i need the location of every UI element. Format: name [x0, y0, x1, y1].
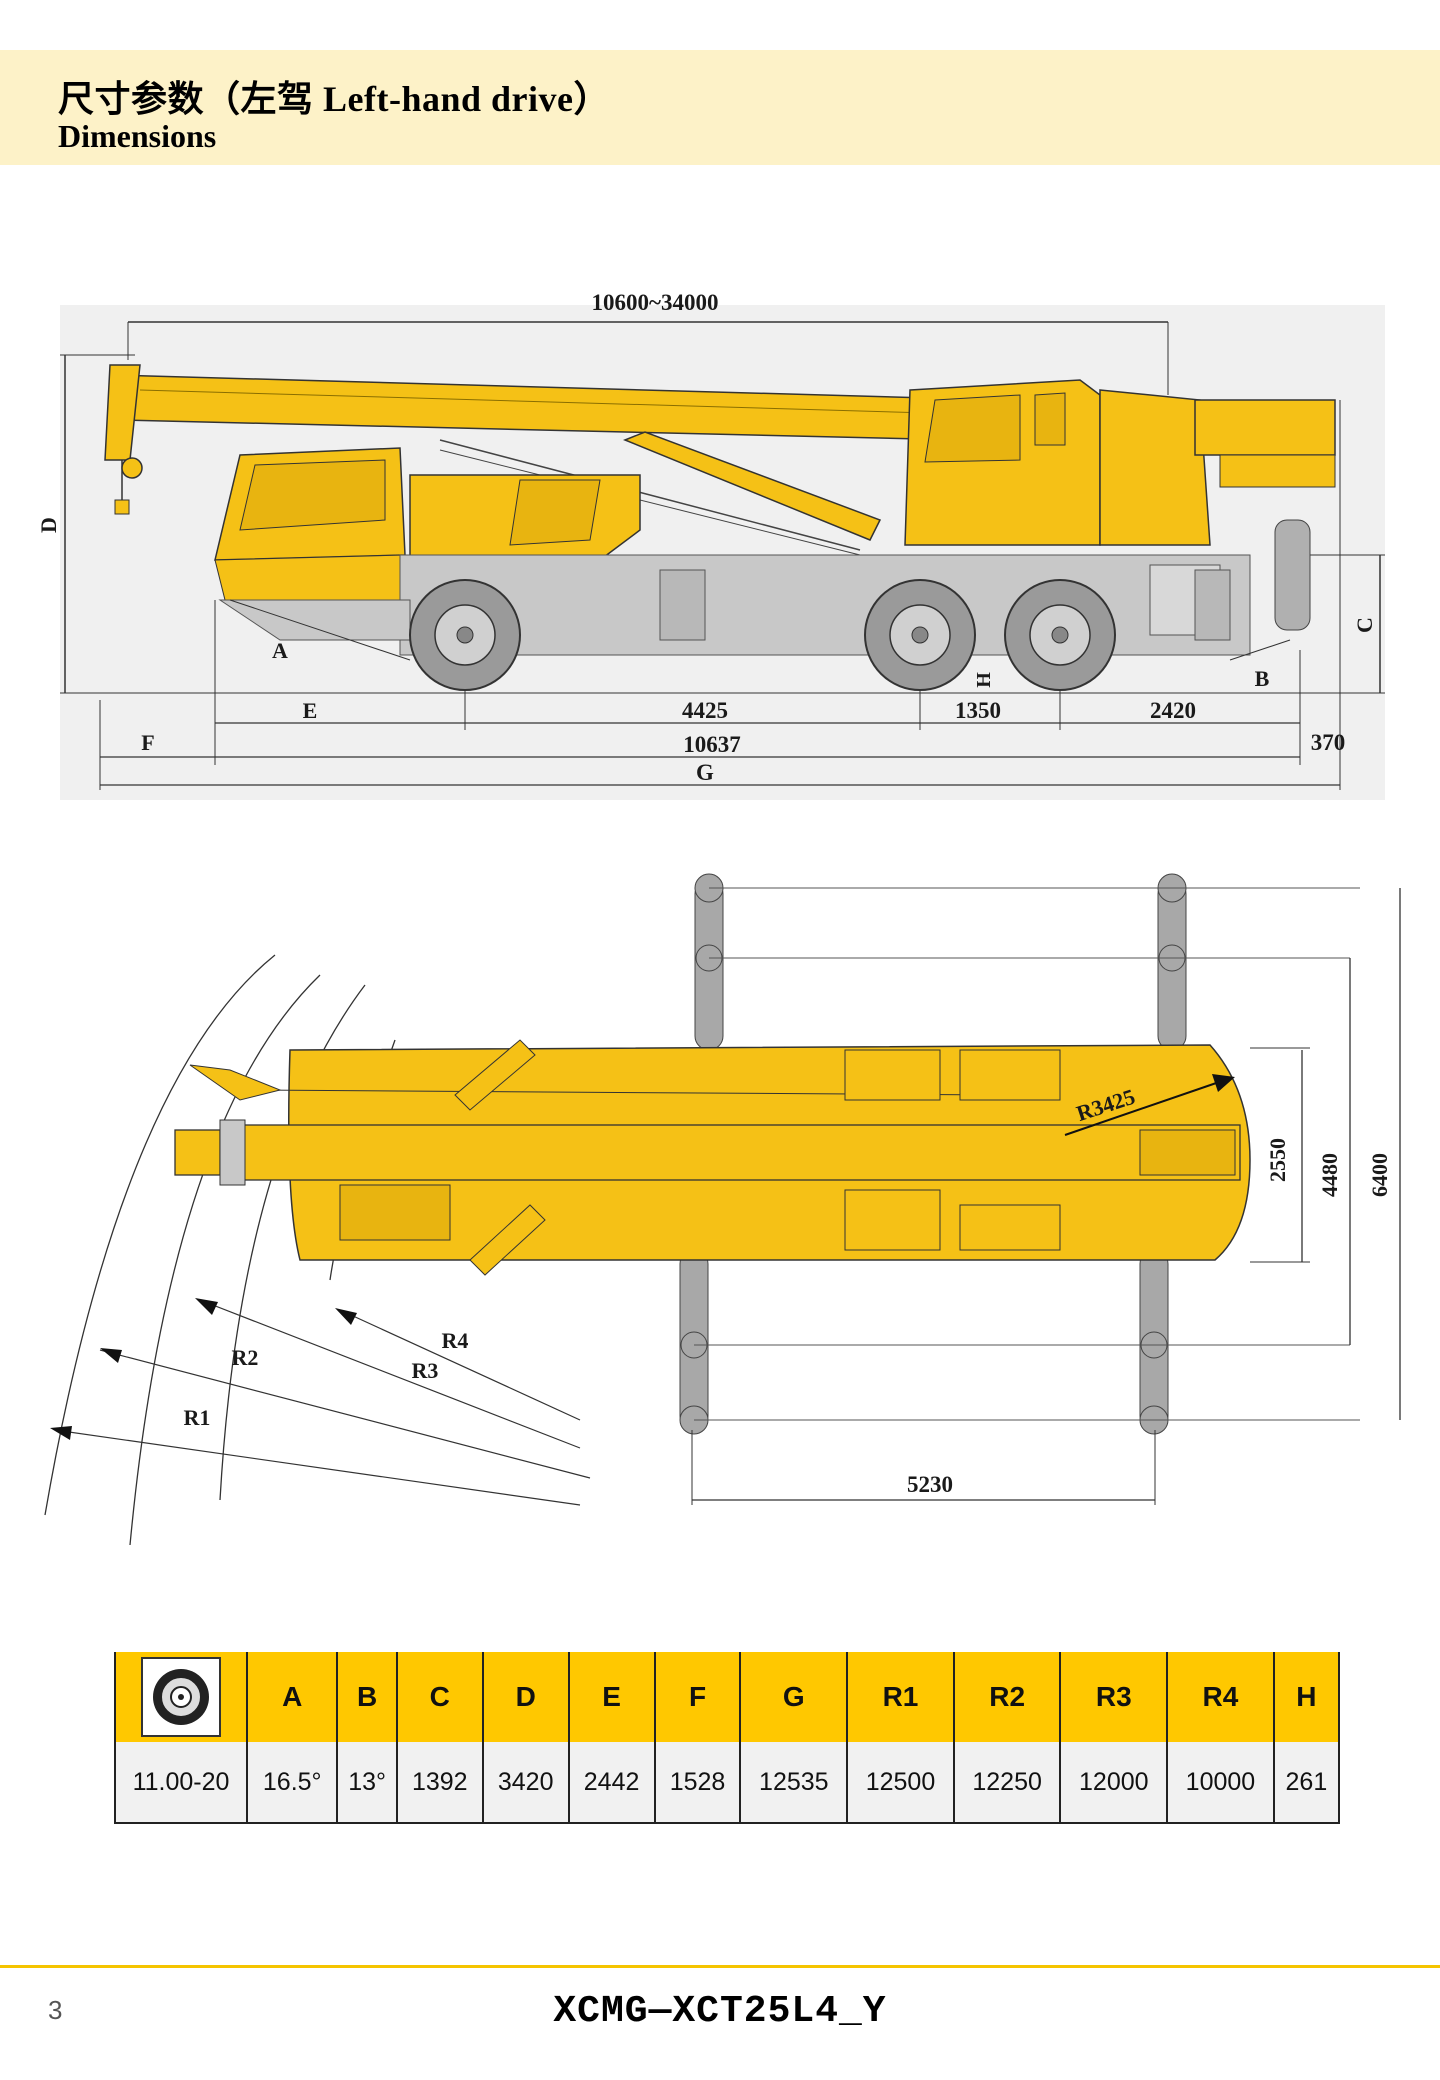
rear-wheel-1 [864, 579, 976, 691]
label-R3: R3 [412, 1358, 439, 1383]
dim-10637: 10637 [683, 732, 741, 757]
spare-tire [1274, 519, 1311, 631]
hook-block [114, 499, 130, 515]
value-E: 2442 [567, 1742, 655, 1824]
value-F: 1528 [653, 1742, 741, 1824]
outrigger-span-label: 5230 [907, 1472, 953, 1497]
label-G: G [696, 760, 714, 785]
label-C: C [1352, 617, 1377, 633]
header-D: D [481, 1652, 569, 1742]
counterweight [1194, 399, 1336, 456]
title-chinese: 尺寸参数（左驾 Left-hand drive） [58, 79, 611, 119]
label-R1: R1 [184, 1405, 211, 1430]
label-H: H [973, 672, 995, 688]
luffing-cylinder [622, 431, 882, 541]
table-header-row: A B C D E F G R1 R2 R3 R4 H [114, 1652, 1341, 1742]
front-wheel [409, 579, 521, 691]
dimension-table: A B C D E F G R1 R2 R3 R4 H 11.00-20 16.… [114, 1652, 1341, 1824]
header-B: B [336, 1652, 397, 1742]
header-E: E [567, 1652, 655, 1742]
page-header: 尺寸参数（左驾 Left-hand drive） Dimensions [0, 50, 1440, 165]
header-H: H [1272, 1652, 1341, 1742]
value-R4: 10000 [1166, 1742, 1274, 1824]
header-R2: R2 [952, 1652, 1061, 1742]
header-A: A [245, 1652, 338, 1742]
rear-wheel-2 [1004, 579, 1116, 691]
width-4480-label: 4480 [1317, 1153, 1342, 1197]
label-F: F [141, 730, 154, 755]
top-view-drawing: R1 R2 R3 R4 R3425 2550 4480 6400 5230 [44, 873, 1401, 1546]
value-C: 1392 [395, 1742, 483, 1824]
value-G: 12535 [739, 1742, 848, 1824]
tyre-value: 11.00-20 [114, 1742, 247, 1824]
chassis [399, 554, 1251, 656]
dim-370: 370 [1311, 730, 1346, 755]
header-R3: R3 [1059, 1652, 1168, 1742]
dim-4425: 4425 [682, 698, 728, 723]
label-D: D [36, 517, 61, 533]
arc-R3 [219, 984, 366, 1501]
width-6400-label: 6400 [1367, 1153, 1392, 1197]
header-R1: R1 [846, 1652, 954, 1742]
value-B: 13° [336, 1742, 397, 1824]
boom-top [239, 1124, 1241, 1181]
turntable [1099, 389, 1211, 546]
tyre-header [114, 1652, 247, 1742]
header-G: G [739, 1652, 848, 1742]
arc-R2 [129, 974, 321, 1546]
label-B: B [1255, 666, 1270, 691]
label-A: A [272, 638, 288, 663]
dim-1350: 1350 [955, 698, 1001, 723]
model-name: XCMG—XCT25L4_Y [553, 1990, 887, 2033]
value-R3: 12000 [1059, 1742, 1168, 1824]
boom-length-label: 10600~34000 [592, 290, 719, 315]
label-E: E [303, 698, 318, 723]
value-R1: 12500 [846, 1742, 954, 1824]
header-R4: R4 [1166, 1652, 1274, 1742]
arc-R1 [44, 954, 276, 1516]
value-H: 261 [1272, 1742, 1341, 1824]
page-number: 3 [48, 1995, 63, 2025]
width-2550-label: 2550 [1265, 1138, 1290, 1182]
table-row: 11.00-20 16.5° 13° 1392 3420 2442 1528 1… [114, 1742, 1341, 1824]
label-R4: R4 [442, 1328, 469, 1353]
label-R2: R2 [232, 1345, 259, 1370]
tyre-icon [141, 1657, 221, 1737]
value-R2: 12250 [952, 1742, 1061, 1824]
value-D: 3420 [481, 1742, 569, 1824]
header-C: C [395, 1652, 483, 1742]
dim-2420: 2420 [1150, 698, 1196, 723]
footer-divider [0, 1965, 1440, 1968]
value-A: 16.5° [245, 1742, 338, 1824]
title-english: Dimensions [58, 118, 217, 154]
header-F: F [653, 1652, 741, 1742]
